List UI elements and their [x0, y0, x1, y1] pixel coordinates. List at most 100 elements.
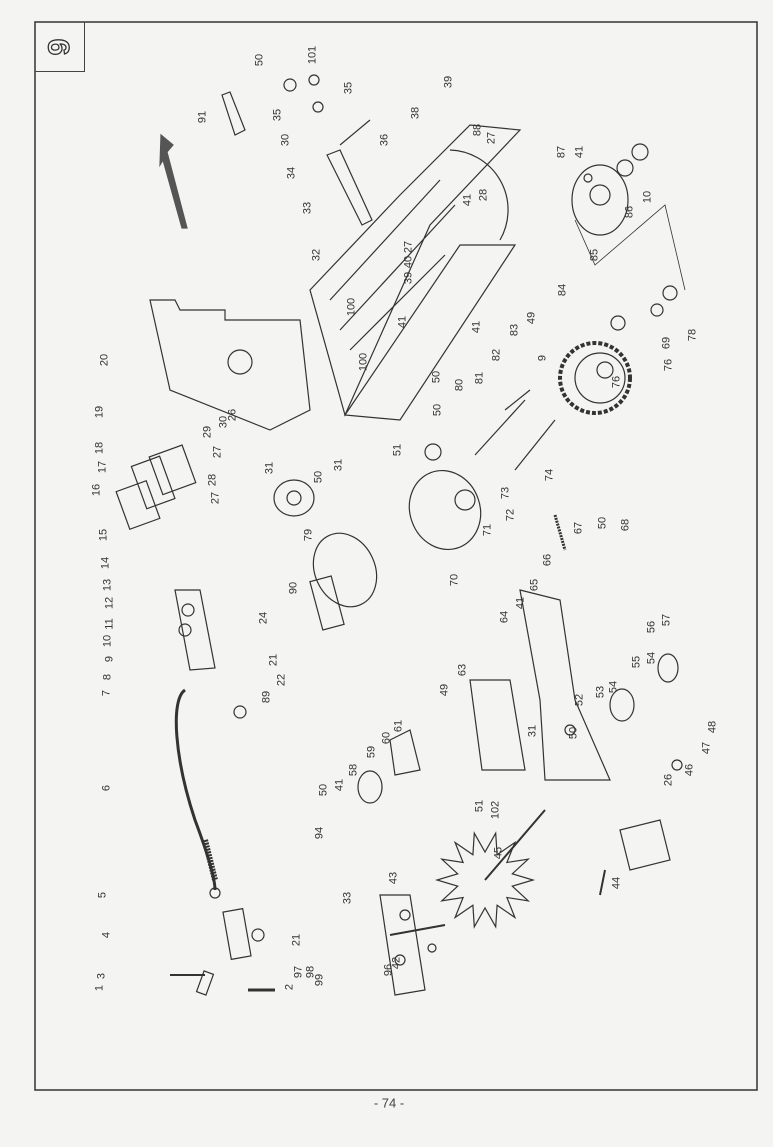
part-label: 88 [471, 123, 484, 137]
direction-arrow-icon [159, 133, 188, 229]
part-label: 60 [380, 731, 393, 745]
part-label: 33 [341, 891, 354, 905]
part-label: 21 [267, 653, 280, 667]
part-label: 18 [93, 441, 106, 455]
part-label: 89 [260, 690, 273, 704]
part-label: 70 [448, 573, 461, 587]
part-label: 31 [526, 724, 539, 738]
part-label: 90 [287, 581, 300, 595]
sleeve-4 [222, 907, 252, 961]
part-label: 32 [310, 248, 323, 262]
part-label: 39 [442, 75, 455, 89]
part-label: 26 [662, 773, 675, 787]
part-label: 10 [101, 634, 114, 648]
hinge-16 [115, 479, 161, 531]
part-label: 54 [607, 680, 620, 694]
part-label: 41 [573, 145, 586, 159]
part-label: 67 [572, 521, 585, 535]
part-label: 85 [588, 248, 601, 262]
part-label: 28 [477, 188, 490, 202]
part-label: 50 [253, 53, 266, 67]
part-label: 9 [536, 354, 549, 362]
part-label: 81 [473, 371, 486, 385]
page-number: - 74 - [373, 1095, 405, 1111]
part-label: 45 [492, 846, 505, 860]
part-label: 44 [610, 876, 623, 890]
part-label: 41 [470, 320, 483, 334]
part-label: 59 [365, 745, 378, 759]
part-label: 11 [103, 618, 116, 630]
bracket-33 [326, 149, 373, 226]
section-number: 9 [42, 38, 76, 56]
part-label: 50 [567, 726, 580, 740]
part-label: 63 [456, 663, 469, 677]
bracket-43 [379, 894, 426, 996]
part-label: 82 [490, 348, 503, 362]
part-label: 27 [211, 445, 224, 459]
washer-21 [251, 928, 265, 942]
chassis-frame [309, 124, 522, 421]
part-label: 19 [93, 405, 106, 419]
part-label: 79 [302, 528, 315, 542]
part-label: 54 [645, 651, 658, 665]
part-label: 41 [333, 778, 346, 792]
star-wheel-94 [434, 831, 536, 929]
part-label: 73 [499, 486, 512, 500]
part-label: 84 [556, 283, 569, 297]
part-label: 10 [641, 190, 654, 204]
part-label: 53 [594, 685, 607, 699]
part-label: 35 [271, 108, 284, 122]
section-number-badge: 9 [35, 22, 85, 72]
part-label: 98 [304, 965, 317, 979]
round-cover [227, 349, 253, 375]
part-label: 74 [543, 468, 556, 482]
part-label: 86 [623, 205, 636, 219]
part-label: 22 [275, 673, 288, 687]
part-label: 101 [306, 45, 319, 65]
part-label: 16 [90, 483, 103, 497]
part-label: 97 [292, 965, 305, 979]
part-label: 30 [279, 133, 292, 147]
part-label: 51 [473, 799, 486, 813]
part-label: 72 [504, 508, 517, 522]
bearing-85 [571, 164, 629, 236]
part-label: 49 [438, 683, 451, 697]
cable-6 [174, 688, 217, 891]
part-label: 48 [706, 720, 719, 734]
part-label: 76 [662, 358, 675, 372]
lever-61 [389, 729, 421, 776]
part-label: 27 [209, 491, 222, 505]
part-label: 78 [686, 328, 699, 342]
part-label: 14 [99, 556, 112, 570]
part-label: 96 [382, 963, 395, 977]
plate-20 [149, 299, 311, 431]
part-label: 4 [100, 931, 113, 939]
part-label: 76 [610, 375, 623, 389]
nut-5 [209, 887, 221, 899]
gear-84 [558, 341, 632, 415]
part-label: 20 [98, 353, 111, 367]
part-label: 6 [100, 784, 113, 792]
part-label: 80 [453, 378, 466, 392]
part-label: 5 [96, 891, 109, 899]
part-label: 12 [103, 596, 116, 610]
part-label: 13 [101, 578, 114, 592]
hinge-17 [130, 455, 176, 510]
hinge-44 [619, 819, 671, 871]
part-label: 2 [283, 983, 296, 991]
part-label: 100 [357, 352, 370, 372]
part-label: 8 [101, 673, 114, 681]
part-label: 55 [630, 655, 643, 669]
part-label: 39 [402, 271, 415, 285]
part-label: 65 [528, 578, 541, 592]
part-label: 102 [489, 800, 502, 820]
part-label: 69 [660, 336, 673, 350]
part-label: 50 [317, 783, 330, 797]
part-label: 58 [347, 763, 360, 777]
part-label: 64 [498, 610, 511, 624]
part-label: 41 [461, 193, 474, 207]
part-label: 38 [409, 106, 422, 120]
part-label: 9 [103, 655, 116, 663]
part-label: 28 [206, 473, 219, 487]
